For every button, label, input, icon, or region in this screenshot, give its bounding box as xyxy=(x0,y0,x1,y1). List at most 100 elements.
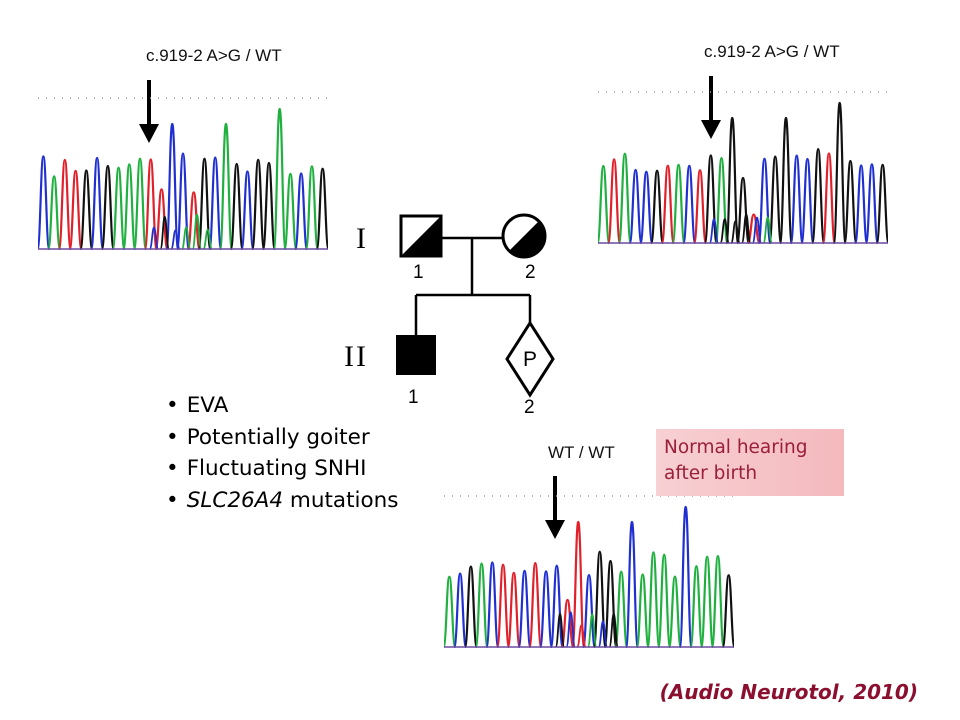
chromatogram-peak xyxy=(682,164,697,245)
note-line-1: Normal hearing xyxy=(664,437,808,458)
chromatogram-peak xyxy=(165,122,180,251)
chromatogram-peak xyxy=(272,107,287,251)
chromatogram-peak xyxy=(506,571,521,649)
chromatogram-peak xyxy=(821,152,836,245)
chromatogram-peak xyxy=(294,172,309,251)
chromatogram-peak xyxy=(639,170,654,245)
mother-chromatogram xyxy=(598,91,888,245)
chromatogram-peak xyxy=(90,156,105,251)
chromatogram-peak xyxy=(474,562,489,649)
chromatogram-peak xyxy=(485,561,500,649)
chromatogram-peak xyxy=(646,551,661,649)
chromatogram-peak xyxy=(624,520,639,649)
chromatogram-peak xyxy=(843,159,858,245)
chromatogram-peak xyxy=(736,176,750,245)
chromatogram-peak xyxy=(186,191,201,251)
chromatogram-peak xyxy=(453,572,468,649)
father-genotype-label: c.919-2 A>G / WT xyxy=(146,46,282,65)
chromatogram-minor-peak xyxy=(597,620,609,648)
chromatogram-peak xyxy=(444,575,457,649)
individual-II-2-number: 2 xyxy=(524,397,535,418)
chromatogram-peak xyxy=(789,154,804,245)
chromatogram-minor-peak xyxy=(608,612,619,648)
chromatogram-minor-peak xyxy=(159,215,170,250)
chromatogram-minor-peak xyxy=(719,218,730,244)
pregnancy-symbol-label: P xyxy=(523,348,538,371)
individual-I-2-circle xyxy=(501,213,547,259)
chromatogram-peak xyxy=(721,574,734,649)
chromatogram-peak xyxy=(592,550,607,649)
chromatogram-peak xyxy=(100,164,115,251)
chromatogram-peak xyxy=(496,563,511,649)
chromatogram-peak xyxy=(603,559,618,649)
chromatogram-peak xyxy=(208,156,223,251)
chromatogram-peak xyxy=(689,565,704,649)
chromatogram-peak xyxy=(68,169,83,251)
chromatogram-peak xyxy=(710,554,725,649)
chromatogram-peak xyxy=(607,158,622,245)
chromatogram-minor-peak xyxy=(751,216,763,244)
chromatogram-peak xyxy=(315,167,328,251)
chromatogram-minor-peak xyxy=(708,218,720,244)
chromatogram-peak xyxy=(283,172,298,251)
chromatogram-peak xyxy=(746,213,761,245)
mother-genotype-label: c.919-2 A>G / WT xyxy=(704,42,840,61)
chromatogram-peak xyxy=(768,155,783,245)
chromatogram-peak xyxy=(832,101,847,245)
individual-II-1-number: 1 xyxy=(408,387,419,408)
pedigree-chart xyxy=(396,213,555,398)
fetus-chromatogram xyxy=(444,495,734,649)
chromatogram-peak xyxy=(240,170,255,251)
chromatogram-peak xyxy=(111,166,126,251)
chromatogram-peak xyxy=(671,163,686,245)
chromatogram-peak xyxy=(304,165,319,251)
chromatogram-peak xyxy=(778,116,793,245)
chromatogram-peak xyxy=(811,147,826,245)
clinical-features-list: EVA Potentially goiter Fluctuating SNHI … xyxy=(166,390,399,516)
chromatogram-minor-peak xyxy=(191,213,203,250)
chromatogram-peak xyxy=(598,164,611,245)
individual-I-1-number: 1 xyxy=(413,262,424,283)
chromatogram-peak xyxy=(650,169,665,245)
chromatogram-peak xyxy=(517,569,532,649)
chromatogram-minor-peak xyxy=(565,611,576,648)
fetus-mutation-arrow xyxy=(545,476,565,539)
chromatogram-peak xyxy=(539,570,554,649)
chromatogram-peak xyxy=(800,157,815,245)
chromatogram-peak xyxy=(57,158,72,251)
chromatogram-peak xyxy=(667,575,682,649)
individual-I-2-number: 2 xyxy=(525,262,536,283)
chromatogram-peak xyxy=(47,175,62,251)
chromatogram-peak xyxy=(229,162,244,251)
chromatogram-peak xyxy=(571,520,586,649)
chromatogram-peak xyxy=(617,152,632,245)
fetus-genotype-label: WT / WT xyxy=(548,443,615,462)
individual-I-1-square xyxy=(399,214,443,258)
chromatogram-minor-peak xyxy=(181,226,192,250)
chromatogram-peak xyxy=(700,555,715,649)
generation-1-label: I xyxy=(356,222,368,255)
chromatogram-peak xyxy=(657,553,672,649)
chromatogram-minor-peak xyxy=(576,624,587,648)
chromatogram-peak xyxy=(528,561,543,649)
chromatogram-minor-peak xyxy=(148,226,160,250)
chromatogram-minor-peak xyxy=(730,220,741,244)
chromatogram-peak xyxy=(693,169,708,245)
feature-item: Potentially goiter xyxy=(166,422,398,454)
chromatogram-peak xyxy=(261,161,276,251)
chromatogram-peak xyxy=(725,116,740,245)
chromatogram-minor-peak xyxy=(762,216,773,244)
chromatogram-peak xyxy=(628,168,643,245)
chromatogram-peak xyxy=(660,164,675,245)
feature-item: EVA xyxy=(166,390,398,422)
chromatogram-peak xyxy=(122,163,137,251)
father-mutation-arrow xyxy=(139,80,159,143)
chromatogram-peak xyxy=(714,157,729,245)
individual-II-2-diamond xyxy=(505,320,555,398)
chromatogram-peak xyxy=(133,157,148,251)
father-chromatogram xyxy=(38,97,328,251)
chromatogram-peak xyxy=(549,564,564,649)
generation-2-label: II xyxy=(344,340,368,373)
chromatogram-peak xyxy=(154,188,169,251)
normal-hearing-note: Normal hearing after birth xyxy=(656,429,844,496)
